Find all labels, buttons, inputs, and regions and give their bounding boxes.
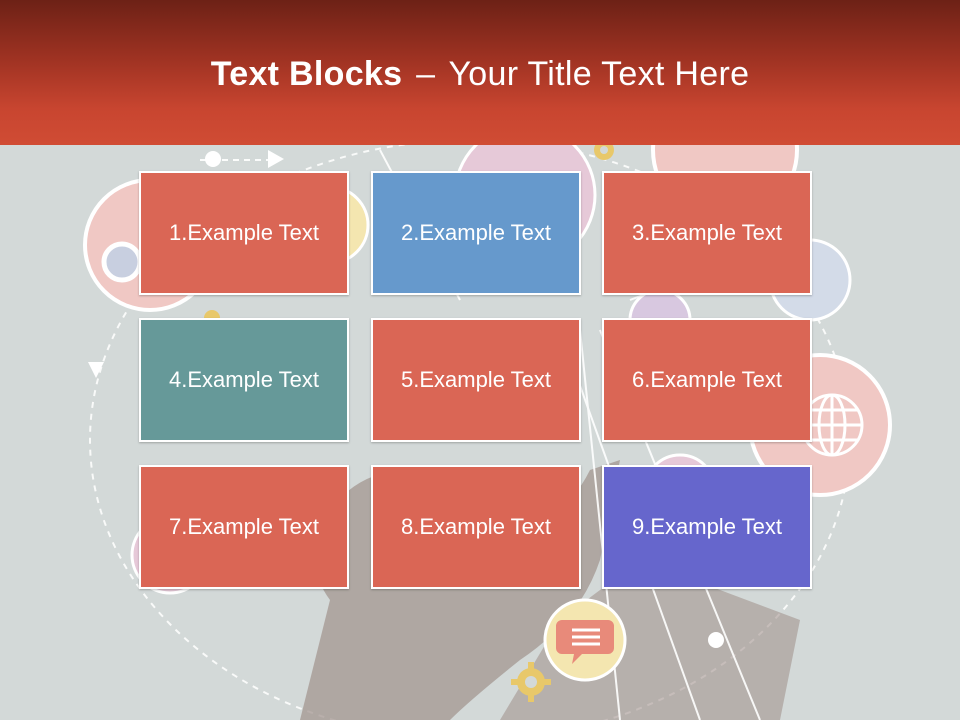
text-block-label: 7.Example Text	[168, 514, 319, 539]
title-banner: Text Blocks – Your Title Text Here	[0, 0, 960, 145]
text-block-label: 5.Example Text	[400, 367, 551, 392]
text-block-2[interactable]: 2.Example Text	[371, 171, 581, 295]
text-block-label: 4.Example Text	[168, 367, 319, 392]
title-dash: –	[416, 55, 436, 93]
text-block-7[interactable]: 7.Example Text	[139, 465, 349, 589]
text-block-5[interactable]: 5.Example Text	[371, 318, 581, 442]
title-text-part: Your Title Text Here	[448, 55, 750, 93]
gear-icon	[594, 145, 614, 160]
text-block-4[interactable]: 4.Example Text	[139, 318, 349, 442]
text-block-label: 9.Example Text	[631, 514, 782, 539]
text-block-label: 3.Example Text	[631, 220, 782, 245]
text-block-6[interactable]: 6.Example Text	[602, 318, 812, 442]
text-block-label: 8.Example Text	[400, 514, 551, 539]
title-bold-part: Text Blocks	[210, 55, 403, 93]
text-block-1[interactable]: 1.Example Text	[139, 171, 349, 295]
gear-icon	[511, 662, 551, 702]
node-dot	[708, 632, 724, 648]
slide-title[interactable]: Text Blocks – Your Title Text Here	[211, 55, 750, 94]
text-block-label: 1.Example Text	[168, 220, 319, 245]
globe-icon	[800, 393, 864, 457]
arrow-head-icon	[268, 150, 284, 168]
text-block-8[interactable]: 8.Example Text	[371, 465, 581, 589]
text-block-label: 2.Example Text	[400, 220, 551, 245]
text-block-3[interactable]: 3.Example Text	[602, 171, 812, 295]
text-block-label: 6.Example Text	[631, 367, 782, 392]
node-dot	[205, 151, 221, 167]
chat-bubble-icon	[543, 598, 627, 682]
text-block-9[interactable]: 9.Example Text	[602, 465, 812, 589]
arrow-down-icon	[88, 362, 104, 378]
